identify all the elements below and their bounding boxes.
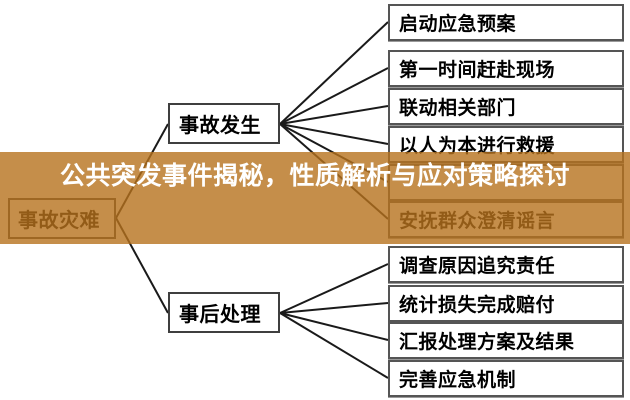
node-leaf-occluded[interactable] (388, 164, 624, 201)
connector-branch2-leaf-4 (279, 312, 389, 379)
connector-branch1-leaf-6 (279, 123, 389, 220)
node-leaf-label: 完善应急机制 (399, 370, 517, 391)
node-leaf-label: 安抚群众澄清谣言 (399, 211, 556, 232)
connector-root-to-branch-2 (115, 217, 169, 314)
connector-branch1-leaf-3 (279, 105, 389, 125)
node-branch-post-handling[interactable]: 事后处理 (168, 292, 280, 333)
connector-branch1-leaf-5 (279, 123, 389, 183)
connector-branch2-leaf-3 (279, 312, 389, 341)
node-leaf-label: 调查原因追究责任 (399, 256, 556, 277)
node-root-label: 事故灾难 (18, 210, 100, 232)
connector-branch1-leaf-4 (279, 123, 389, 145)
connector-root-to-branch-1 (115, 123, 169, 219)
node-leaf[interactable]: 第一时间赶赴现场 (388, 50, 624, 87)
node-branch-label: 事后处理 (179, 304, 261, 326)
node-branch-accident-occurrence[interactable]: 事故发生 (168, 103, 280, 144)
connector-branch2-leaf-2 (279, 302, 389, 314)
node-leaf[interactable]: 安抚群众澄清谣言 (388, 201, 624, 238)
node-leaf[interactable]: 以人为本进行救援 (388, 126, 624, 163)
node-leaf[interactable]: 完善应急机制 (388, 360, 624, 397)
node-leaf-label: 启动应急预案 (399, 14, 517, 35)
connector-branch1-leaf-1 (279, 21, 389, 125)
node-leaf[interactable]: 汇报处理方案及结果 (388, 322, 624, 359)
node-branch-label: 事故发生 (179, 115, 261, 137)
node-leaf[interactable]: 调查原因追究责任 (388, 246, 624, 283)
node-leaf-label: 联动相关部门 (399, 98, 517, 119)
node-leaf-label: 以人为本进行救援 (399, 136, 556, 157)
node-root[interactable]: 事故灾难 (8, 198, 116, 239)
node-leaf-label: 第一时间赶赴现场 (399, 60, 556, 81)
connector-branch2-leaf-1 (279, 263, 389, 314)
node-leaf[interactable]: 启动应急预案 (388, 4, 624, 41)
node-leaf[interactable]: 统计损失完成赔付 (388, 285, 624, 322)
node-leaf-label: 统计损失完成赔付 (399, 295, 556, 316)
node-leaf-label: 汇报处理方案及结果 (399, 332, 575, 353)
node-leaf[interactable]: 联动相关部门 (388, 88, 624, 125)
connector-branch1-leaf-2 (279, 67, 389, 125)
